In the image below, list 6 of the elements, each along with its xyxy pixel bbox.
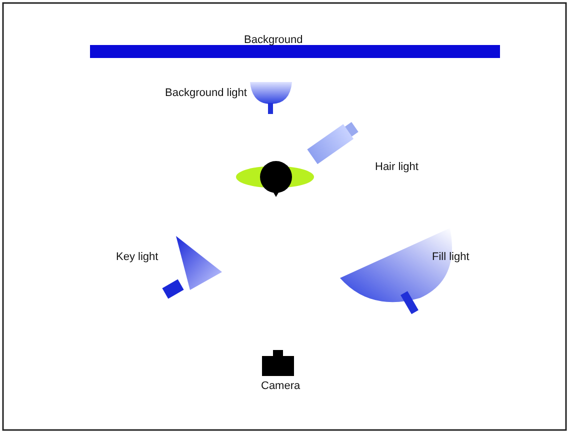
lamp-label: Background light <box>165 87 247 99</box>
backdrop-label: Background <box>244 34 303 46</box>
lamp-label: Fill light <box>432 251 470 263</box>
lamp-label: Key light <box>116 251 158 263</box>
camera-label: Camera <box>261 380 300 392</box>
lamp-label: Hair light <box>375 161 418 173</box>
